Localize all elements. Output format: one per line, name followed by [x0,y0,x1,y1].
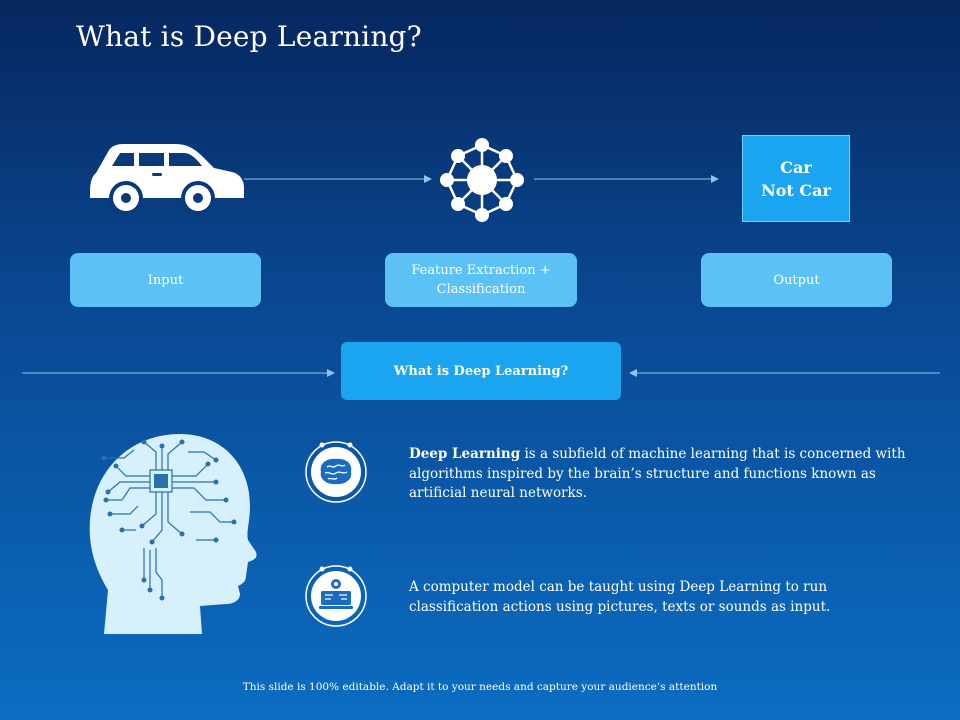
brain-head-icon [89,434,257,634]
output-label: Output [773,272,820,288]
center-question-label: What is Deep Learning? [393,363,569,379]
center-question-box: What is Deep Learning? [341,342,621,400]
page-title: What is Deep Learning? [76,20,422,53]
output-line-car: Car [780,157,812,177]
footer-note: This slide is 100% editable. Adapt it to… [242,681,718,693]
input-label-box: Input [70,253,261,307]
description-deep-learning: Deep Learning is a subfield of machine l… [409,445,909,504]
output-result-box: Car Not Car [742,135,850,222]
description-bold-term: Deep Learning [409,446,521,462]
car-icon [90,144,244,215]
output-label-box: Output [701,253,892,307]
arrow-feature-to-output [534,175,719,183]
feature-label-box: Feature Extraction + Classification [385,253,577,307]
description-computer-model: A computer model can be taught using Dee… [409,578,909,617]
arrow-left-to-center [22,369,335,377]
arrow-input-to-feature [244,175,432,183]
arrow-right-to-center [629,369,940,377]
description-text-2: A computer model can be taught using Dee… [409,579,831,615]
output-line-not-car: Not Car [761,180,831,200]
input-label: Input [147,272,184,288]
computer-model-circle-icon [305,565,367,627]
brain-circle-icon [305,441,367,503]
description-text: is a subfield of machine learning that i… [409,446,906,501]
neural-network-icon [440,138,524,222]
feature-label: Feature Extraction + Classification [411,263,551,297]
